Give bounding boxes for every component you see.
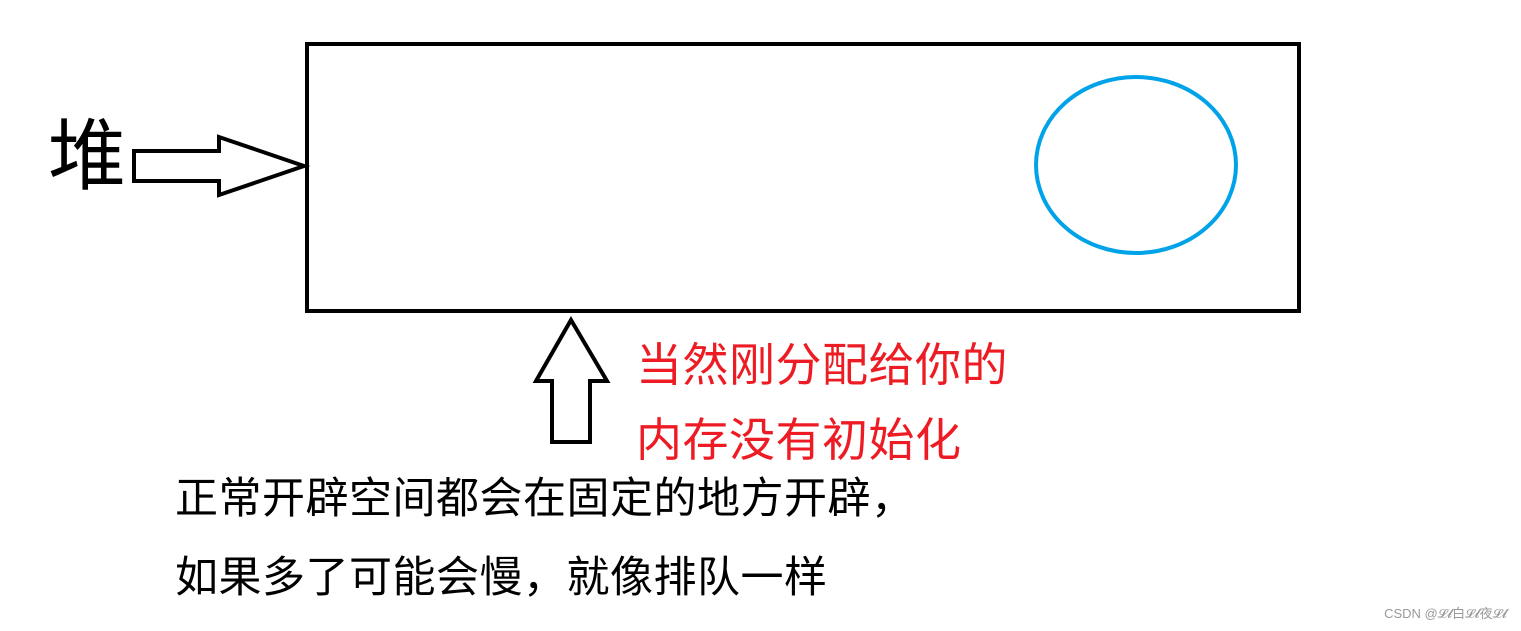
- heap-region-rect: [305, 42, 1301, 313]
- allocation-note-line-2: 如果多了可能会慢，就像排队一样: [175, 553, 828, 603]
- right-arrow-icon: [132, 134, 311, 198]
- allocated-block-ellipse: [1034, 75, 1238, 255]
- csdn-watermark: CSDN @𝓛𝓵白𝓛𝓵夜𝓛𝓵: [1384, 606, 1507, 621]
- uninitialized-note-line-1: 当然刚分配给你的: [636, 338, 1008, 392]
- uninitialized-note-line-2: 内存没有初始化: [636, 413, 962, 467]
- heap-label: 堆: [48, 112, 127, 202]
- allocation-note-line-1: 正常开辟空间都会在固定的地方开辟，: [175, 474, 915, 524]
- up-arrow-icon: [532, 316, 611, 444]
